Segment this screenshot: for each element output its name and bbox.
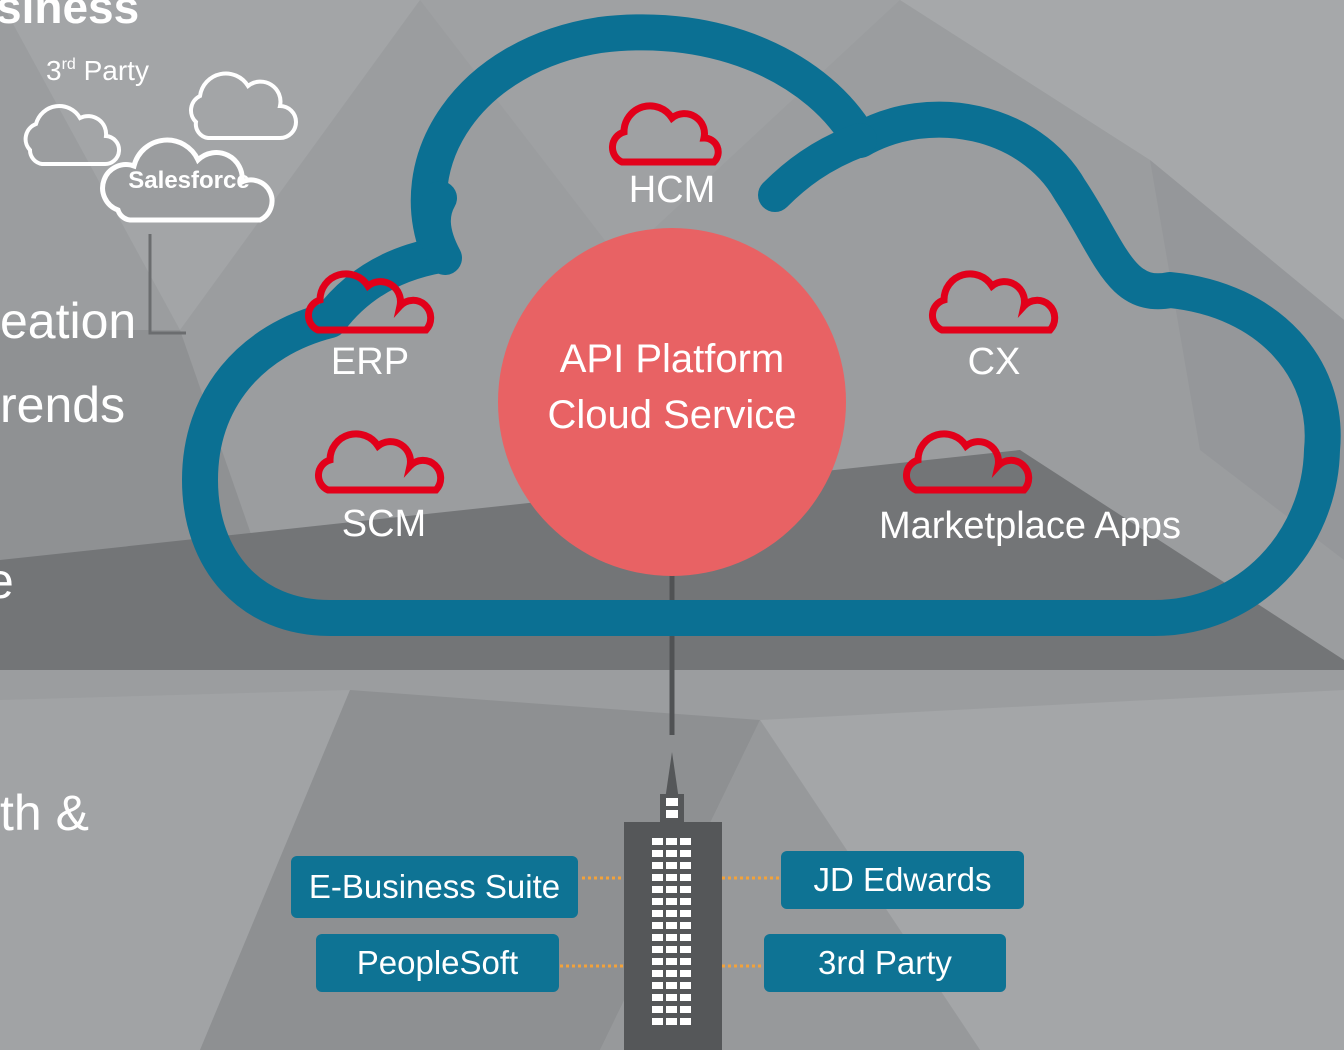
- building-window: [652, 886, 663, 893]
- jd-edwards-box: JD Edwards: [781, 851, 1024, 909]
- building-window: [680, 874, 691, 881]
- marketplace-apps-label: Marketplace Apps: [879, 505, 1181, 547]
- cx-cloud-icon: [929, 270, 1059, 334]
- building-window: [680, 958, 691, 965]
- building-window: [680, 934, 691, 941]
- building-window: [680, 994, 691, 1001]
- dotted-connectors: [560, 876, 780, 968]
- building-window: [666, 1006, 677, 1013]
- third-party-onprem-label: 3rd Party: [818, 944, 952, 981]
- slide-heading-fragment: siness: [0, 0, 140, 33]
- building-window: [666, 850, 677, 857]
- building-window: [680, 862, 691, 869]
- building-window: [666, 898, 677, 905]
- building-window: [666, 1018, 677, 1025]
- building-window: [652, 910, 663, 917]
- building-window: [680, 886, 691, 893]
- marketplace-cloud-icon: [903, 430, 1033, 494]
- e-business-suite-label: E-Business Suite: [308, 868, 561, 905]
- app-icons: [305, 102, 1059, 494]
- building-window: [652, 994, 663, 1001]
- building-window: [680, 970, 691, 977]
- building-window: [666, 982, 677, 989]
- scm-label: SCM: [342, 503, 426, 545]
- building-window: [680, 946, 691, 953]
- building-window: [680, 838, 691, 845]
- building-window: [652, 898, 663, 905]
- building-window: [666, 910, 677, 917]
- building-window: [666, 838, 677, 845]
- scm-cloud-icon: [315, 430, 445, 494]
- building-window: [652, 850, 663, 857]
- bullet-fragment-3: e: [0, 556, 14, 606]
- e-business-suite-box: E-Business Suite: [291, 856, 578, 918]
- big-cloud-outline: [182, 14, 1341, 637]
- building-window: [680, 922, 691, 929]
- building-window: [652, 1006, 663, 1013]
- building-window: [652, 1018, 663, 1025]
- jd-edwards-label: JD Edwards: [813, 861, 992, 898]
- hcm-cloud-icon: [609, 102, 722, 166]
- api-platform-circle: [498, 228, 846, 576]
- third-party-label: 3rd Party: [46, 55, 149, 86]
- building-window: [666, 970, 677, 977]
- api-platform-title-line1: API Platform: [560, 337, 785, 381]
- building-window: [652, 934, 663, 941]
- building-window: [652, 958, 663, 965]
- building-window: [666, 958, 677, 965]
- third-party-box: 3rd Party: [764, 934, 1006, 992]
- building-window: [652, 838, 663, 845]
- building-window: [680, 1018, 691, 1025]
- building-window: [652, 946, 663, 953]
- building-window: [666, 922, 677, 929]
- building-window: [666, 994, 677, 1001]
- third-party-cloud-cluster: 3rd Party Salesforce: [23, 55, 298, 335]
- building-window: [666, 934, 677, 941]
- building-window: [666, 874, 677, 881]
- hcm-label: HCM: [629, 169, 716, 211]
- peoplesoft-box: PeopleSoft: [316, 934, 559, 992]
- building-window: [666, 946, 677, 953]
- cx-label: CX: [968, 341, 1021, 383]
- building-window: [666, 862, 677, 869]
- api-platform-title-line2: Cloud Service: [547, 393, 796, 437]
- building-window: [680, 898, 691, 905]
- building-window: [652, 874, 663, 881]
- building-window: [666, 886, 677, 893]
- erp-label: ERP: [331, 341, 409, 383]
- peoplesoft-label: PeopleSoft: [356, 944, 519, 981]
- building-window: [652, 862, 663, 869]
- bullet-fragment-2: rends: [0, 377, 126, 433]
- salesforce-label: Salesforce: [128, 167, 249, 194]
- building-window: [652, 970, 663, 977]
- bullet-fragment-1: eation: [0, 293, 137, 349]
- building-window: [680, 850, 691, 857]
- building-window: [680, 982, 691, 989]
- building-window: [680, 1006, 691, 1013]
- building-window: [652, 922, 663, 929]
- building-window: [680, 910, 691, 917]
- building-window: [652, 982, 663, 989]
- bullet-fragment-4: th &: [0, 785, 89, 841]
- erp-cloud-icon: [305, 270, 435, 334]
